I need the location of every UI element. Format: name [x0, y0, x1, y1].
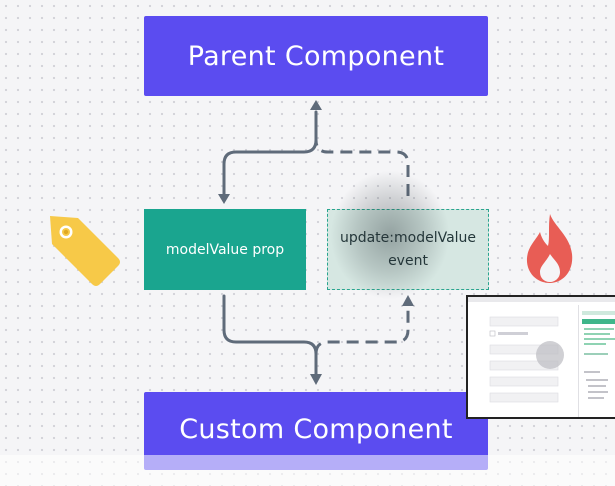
event-arrowhead	[402, 295, 414, 306]
flame-icon	[526, 214, 573, 283]
update-event-box: update:modelValue event	[327, 209, 489, 290]
custom-to-event-arrow	[314, 304, 410, 355]
modelvalue-prop-label: modelValue prop	[165, 241, 285, 258]
prop-to-custom-arrow	[222, 294, 318, 378]
parent-arrowhead	[310, 100, 322, 110]
update-event-label-line2: event	[388, 252, 428, 269]
video-thumbnail	[466, 295, 615, 419]
price-tag-icon	[50, 216, 120, 286]
event-to-parent-arrow	[314, 139, 410, 196]
thumbnail-screenshot	[468, 297, 615, 417]
video-controls-strip	[0, 455, 615, 486]
custom-component-label: Custom Component	[179, 414, 453, 445]
parent-component-label: Parent Component	[187, 40, 445, 72]
prop-arrowhead	[218, 194, 230, 204]
parent-to-prop-arrow	[222, 110, 318, 198]
parent-component-box: Parent Component	[144, 16, 488, 96]
custom-arrowhead	[310, 374, 322, 385]
update-event-label-line1: update:modelValue	[339, 230, 477, 247]
modelvalue-prop-box: modelValue prop	[144, 209, 306, 290]
